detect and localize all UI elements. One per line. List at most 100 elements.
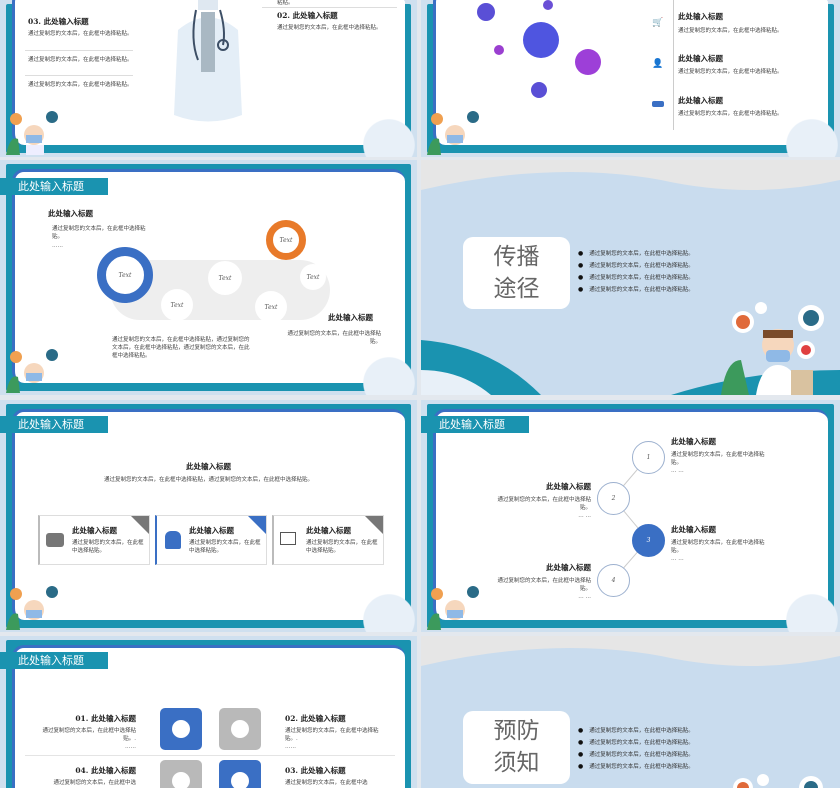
step-desc: 通过复制您的文本后，在此框中选择粘贴。 bbox=[497, 497, 591, 511]
step-circle-4[interactable]: 4 bbox=[597, 564, 630, 597]
step-more: … … bbox=[578, 594, 591, 600]
section-title-box: 传播途径 bbox=[463, 237, 570, 309]
slide-thumbnail-3[interactable]: 此处输入标题 此处输入标题 通过复制您的文本后，在此框中选择粘贴。 …… Tex… bbox=[0, 160, 417, 395]
wave-background bbox=[421, 636, 840, 666]
item-text: 03. 此处输入标题通过复制您的文本后，在此框中选 bbox=[285, 765, 391, 787]
node-label: Text bbox=[279, 236, 293, 244]
slide-canvas bbox=[433, 409, 828, 620]
doctor-icon bbox=[172, 720, 190, 738]
process-node-highlight[interactable]: Text bbox=[266, 220, 306, 260]
node-label: Text bbox=[306, 273, 320, 281]
section-title-line: 须知 bbox=[493, 750, 540, 776]
item-more: …… bbox=[285, 744, 296, 750]
cloud-decoration bbox=[347, 355, 417, 395]
slide-thumbnail-5[interactable]: 此处输入标题 此处输入标题 通过复制您的文本后，在此框中选择粘贴，通过复制您的文… bbox=[0, 400, 417, 632]
item-desc: 通过复制您的文本后，在此框中选择粘贴。 bbox=[28, 57, 133, 63]
description: 通过复制您的文本后，在此框中选择粘贴，通过复制您的文本后，在此框中选择粘贴，通过… bbox=[112, 337, 250, 359]
slide-thumbnail-1[interactable]: 03. 此处输入标题 通过复制您的文本后，在此框中选择粘贴。 通过复制您的文本后… bbox=[0, 0, 417, 157]
item-desc: 通过复制您的文本后，在此框中选择粘贴。 bbox=[28, 82, 133, 88]
section-title-line: 预防 bbox=[493, 718, 540, 744]
step-text: 此处输入标题通过复制您的文本后，在此框中选择粘贴。… … bbox=[491, 562, 591, 601]
doctor-icon-tile[interactable] bbox=[219, 760, 261, 788]
step-more: … … bbox=[671, 468, 684, 474]
slide-title-tag: 此处输入标题 bbox=[0, 178, 108, 195]
virus-illustration bbox=[477, 0, 601, 98]
divider bbox=[25, 755, 395, 756]
step-text: 此处输入标题通过复制您的文本后，在此框中选择粘贴。 … … bbox=[671, 436, 771, 475]
item-more: …… bbox=[125, 744, 136, 750]
process-node-main[interactable]: Text bbox=[97, 247, 153, 303]
wave-background bbox=[421, 160, 840, 395]
section-title: 此处输入标题 bbox=[186, 462, 231, 471]
slide-thumbnail-6[interactable]: 此处输入标题 1 2 3 4 此处输入标题通过复制您的文本后，在此框中选择粘贴。… bbox=[421, 400, 840, 632]
doctor-clipart bbox=[4, 580, 60, 630]
step-number: 4 bbox=[611, 577, 616, 584]
item-title: 此处输入标题 bbox=[678, 54, 723, 63]
item-desc: 通过复制您的文本后，在此框中选 bbox=[285, 780, 368, 786]
medical-icons-clipart bbox=[733, 774, 823, 788]
bullet-item: 通过复制您的文本后，在此框中选择粘贴。 bbox=[578, 284, 694, 296]
section-title-line: 传播 bbox=[493, 244, 540, 270]
bullet-text: 通过复制您的文本后，在此框中选择粘贴。 bbox=[52, 226, 146, 240]
process-node[interactable]: Text bbox=[300, 264, 326, 290]
card-desc: 通过复制您的文本后，在此框中选择粘贴。 bbox=[72, 540, 144, 554]
item-text: 01. 此处输入标题通过复制您的文本后，在此框中选择粘贴。. …… bbox=[30, 713, 136, 751]
doctor-clipart bbox=[425, 580, 481, 630]
cart-icon: 🛒 bbox=[652, 18, 664, 28]
card-title: 此处输入标题 bbox=[189, 526, 234, 535]
item-desc: 通过复制您的文本后，在此框中选择粘贴。 bbox=[277, 25, 382, 31]
item-desc: 通过复制您的文本后，在此框中选择粘贴。 bbox=[28, 31, 133, 37]
item-title: 此处输入标题 bbox=[678, 96, 723, 105]
node-label: Text bbox=[264, 303, 278, 311]
corner-ribbon bbox=[131, 516, 149, 534]
cloud-decoration bbox=[347, 117, 417, 157]
item-text: 04. 此处输入标题通过复制您的文本后，在此框中选 bbox=[30, 765, 136, 787]
item-title: 02. 此处输入标题 bbox=[277, 11, 338, 20]
card-title: 此处输入标题 bbox=[72, 526, 117, 535]
slide-thumbnail-7[interactable]: 此处输入标题 01. 此处输入标题通过复制您的文本后，在此框中选择粘贴。.…… … bbox=[0, 636, 417, 788]
doctor-icon-tile[interactable] bbox=[160, 760, 202, 788]
info-card[interactable]: 此处输入标题 通过复制您的文本后，在此框中选择粘贴。 bbox=[155, 515, 267, 565]
info-card[interactable]: 此处输入标题 通过复制您的文本后，在此框中选择粘贴。 bbox=[272, 515, 384, 565]
item-desc: 通过复制您的文本后，在此框中选 bbox=[53, 780, 136, 786]
step-more: … … bbox=[671, 556, 684, 562]
step-desc: 通过复制您的文本后，在此框中选择粘贴。 bbox=[671, 452, 765, 466]
item-desc: 通过复制您的文本后，在此框中选择粘贴。. bbox=[42, 728, 136, 742]
doctor-illustration bbox=[174, 0, 242, 122]
hand-icon bbox=[652, 101, 664, 107]
step-text: 此处输入标题通过复制您的文本后，在此框中选择粘贴。… … bbox=[491, 481, 591, 520]
process-node[interactable]: Text bbox=[161, 289, 193, 321]
item-desc: 通过复制您的文本后，在此框中选择粘贴。 bbox=[678, 28, 783, 34]
node-label: Text bbox=[170, 301, 184, 309]
doctor-clipart bbox=[425, 105, 481, 155]
item-title: 01. 此处输入标题 bbox=[75, 714, 136, 723]
doctor-icon bbox=[231, 720, 249, 738]
doctor-icon-tile[interactable] bbox=[219, 708, 261, 750]
cloud-decoration bbox=[770, 117, 840, 157]
bullet-item: 通过复制您的文本后，在此框中选择粘贴。 bbox=[578, 761, 694, 773]
section-title-line: 途径 bbox=[493, 276, 540, 302]
doctor-icon-tile[interactable] bbox=[160, 708, 202, 750]
card-desc: 通过复制您的文本后，在此框中选择粘贴。 bbox=[189, 540, 261, 554]
card-desc: 通过复制您的文本后，在此框中选择粘贴。 bbox=[306, 540, 378, 554]
step-circle-1[interactable]: 1 bbox=[632, 441, 665, 474]
bullet-item: 通过复制您的文本后，在此框中选择粘贴。 bbox=[578, 725, 694, 737]
step-circle-3[interactable]: 3 bbox=[632, 524, 665, 557]
divider bbox=[25, 50, 133, 51]
step-circle-2[interactable]: 2 bbox=[597, 482, 630, 515]
presentation-icon bbox=[280, 532, 296, 545]
node-label: Text bbox=[118, 271, 132, 279]
step-title: 此处输入标题 bbox=[671, 437, 716, 446]
doctor-clipart bbox=[4, 105, 60, 155]
process-node[interactable]: Text bbox=[208, 261, 242, 295]
info-card[interactable]: 此处输入标题 通过复制您的文本后，在此框中选择粘贴。 bbox=[38, 515, 150, 565]
section-title: 此处输入标题 bbox=[48, 209, 93, 218]
divider bbox=[25, 75, 133, 76]
doctor-icon bbox=[231, 772, 249, 788]
item-title: 03. 此处输入标题 bbox=[285, 766, 346, 775]
slide-thumbnail-2[interactable]: 🛒 此处输入标题 通过复制您的文本后，在此框中选择粘贴。 👤 此处输入标题 通过… bbox=[421, 0, 840, 157]
section-title-box: 预防须知 bbox=[463, 711, 570, 784]
process-node[interactable]: Text bbox=[255, 291, 287, 323]
